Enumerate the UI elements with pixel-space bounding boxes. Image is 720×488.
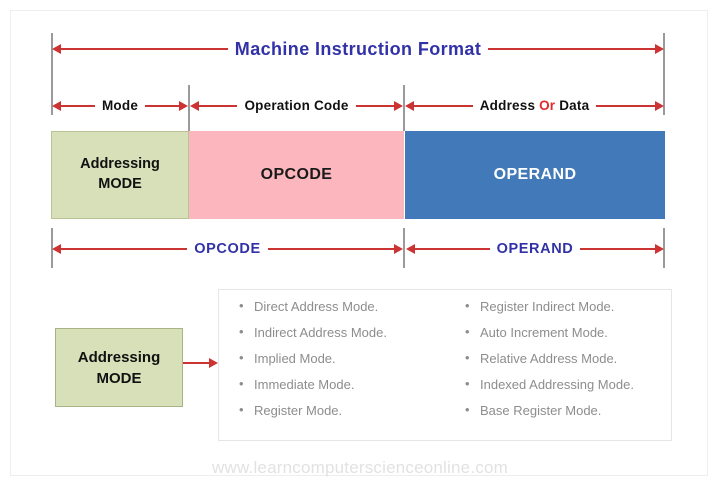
field-label-operation-code: Operation Code: [244, 98, 349, 114]
field-label-mode: Mode: [101, 98, 139, 114]
guide-line-right-bottom: [663, 228, 665, 268]
arrow-line-right: [355, 105, 394, 107]
arrow-line-left: [61, 48, 228, 50]
arrow-head-left-icon: [405, 101, 414, 111]
span-label-opcode: OPCODE: [194, 240, 261, 257]
modes-column-right: Register Indirect Mode. Auto Increment M…: [445, 290, 671, 440]
span-label-operand: OPERAND: [496, 240, 574, 257]
arrow-head-left-icon: [190, 101, 199, 111]
arrow-line-right: [488, 48, 656, 50]
block-addressing-mode-line2: MODE: [98, 176, 142, 192]
arrow-head-right-icon: [655, 101, 665, 111]
arrow-head-right-icon: [179, 101, 189, 111]
list-item: Relative Address Mode.: [463, 351, 671, 367]
addressing-modes-list-box: Direct Address Mode. Indirect Address Mo…: [218, 289, 672, 441]
field-arrow-operation-code: Operation Code: [190, 95, 403, 117]
arrow-head-left-icon: [52, 101, 61, 111]
page-title: Machine Instruction Format: [234, 39, 482, 59]
block-operand: OPERAND: [405, 131, 665, 219]
arrow-line-right: [267, 248, 395, 250]
list-item: Implied Mode.: [237, 351, 445, 367]
guide-line-left-top: [51, 33, 53, 115]
modes-list-left: Direct Address Mode. Indirect Address Mo…: [237, 299, 445, 419]
arrow-head-right-icon: [655, 44, 665, 54]
list-item: Immediate Mode.: [237, 377, 445, 393]
arrow-line-right: [145, 105, 180, 107]
list-item: Indirect Address Mode.: [237, 325, 445, 341]
arrow-line-left: [199, 105, 238, 107]
block-operand-label: OPERAND: [493, 166, 577, 183]
field-label-or: Or: [539, 98, 556, 114]
guide-line-opcode-operand: [403, 85, 405, 131]
arrow-line-left: [61, 248, 188, 250]
arrow-line-right: [580, 248, 655, 250]
addressing-mode-box: Addressing MODE: [55, 328, 183, 407]
watermark: www.learncomputerscienceonline.com: [212, 458, 508, 477]
field-label-address-or-data: Address Or Data: [473, 99, 597, 113]
arrow-line-left: [415, 248, 490, 250]
list-item: Register Mode.: [237, 403, 445, 419]
guide-line-mode-opcode: [188, 85, 190, 131]
title-arrow-row: Machine Instruction Format: [52, 38, 665, 60]
connector-arrow: [183, 358, 218, 368]
arrow-head-right-icon: [209, 358, 218, 368]
addressing-mode-box-line1: Addressing: [77, 348, 161, 366]
list-item: Base Register Mode.: [463, 403, 671, 419]
arrow-line-left: [61, 105, 95, 107]
connector-line: [183, 362, 209, 364]
list-item: Register Indirect Mode.: [463, 299, 671, 315]
block-addressing-mode: Addressing MODE: [51, 131, 189, 219]
guide-line-opcode-operand-lower: [403, 228, 405, 268]
field-arrow-address-or-data: Address Or Data: [405, 95, 665, 117]
arrow-head-right-icon: [394, 101, 403, 111]
arrow-head-left-icon: [406, 244, 415, 254]
list-item: Indexed Addressing Mode.: [463, 377, 671, 393]
block-addressing-mode-text: Addressing MODE: [80, 155, 160, 194]
arrow-head-right-icon: [394, 244, 404, 254]
modes-column-left: Direct Address Mode. Indirect Address Mo…: [219, 290, 445, 440]
arrow-line-left: [414, 105, 473, 107]
arrow-head-left-icon: [52, 44, 61, 54]
arrow-line-right: [596, 105, 656, 107]
addressing-mode-box-line2: MODE: [96, 369, 142, 387]
arrow-head-right-icon: [655, 244, 664, 254]
field-arrow-mode: Mode: [52, 95, 189, 117]
block-addressing-mode-line1: Addressing: [80, 156, 160, 173]
block-opcode: OPCODE: [189, 131, 404, 219]
list-item: Auto Increment Mode.: [463, 325, 671, 341]
field-label-address: Address: [479, 98, 536, 114]
arrow-head-left-icon: [52, 244, 61, 254]
span-arrow-operand: OPERAND: [406, 238, 664, 260]
field-label-data: Data: [559, 98, 590, 114]
block-opcode-label: OPCODE: [260, 166, 333, 183]
guide-line-right-top: [663, 33, 665, 115]
modes-list-right: Register Indirect Mode. Auto Increment M…: [463, 299, 671, 419]
addressing-mode-box-text: Addressing MODE: [78, 347, 161, 389]
span-arrow-opcode: OPCODE: [52, 238, 404, 260]
list-item: Direct Address Mode.: [237, 299, 445, 315]
